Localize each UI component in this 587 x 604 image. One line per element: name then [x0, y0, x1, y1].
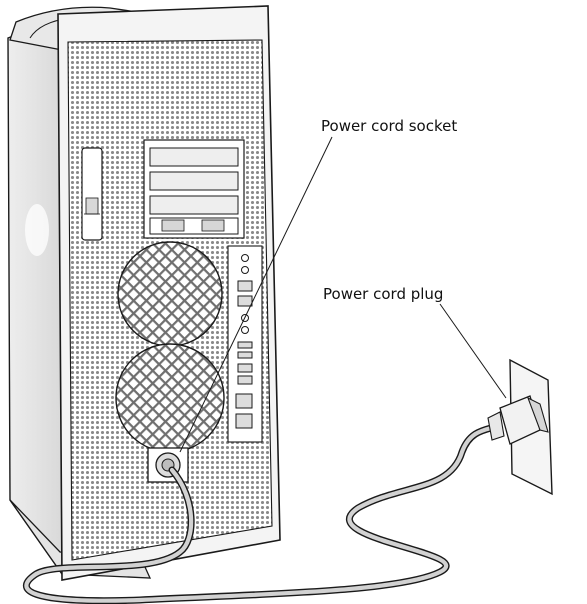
callout-power-cord-socket: Power cord socket: [321, 117, 457, 135]
power-socket: [148, 448, 188, 482]
callout-power-cord-plug: Power cord plug: [323, 285, 443, 303]
computer-tower: [8, 6, 280, 580]
latch-handle: [82, 148, 102, 240]
apple-logo-icon: [25, 204, 49, 256]
tower-side-panel: [8, 18, 62, 574]
io-port-panel: [228, 246, 262, 442]
expansion-slots: [144, 140, 244, 238]
leader-line-plug: [440, 304, 506, 398]
fan-grille-lower: [116, 344, 224, 452]
fan-grille-upper: [118, 242, 222, 346]
